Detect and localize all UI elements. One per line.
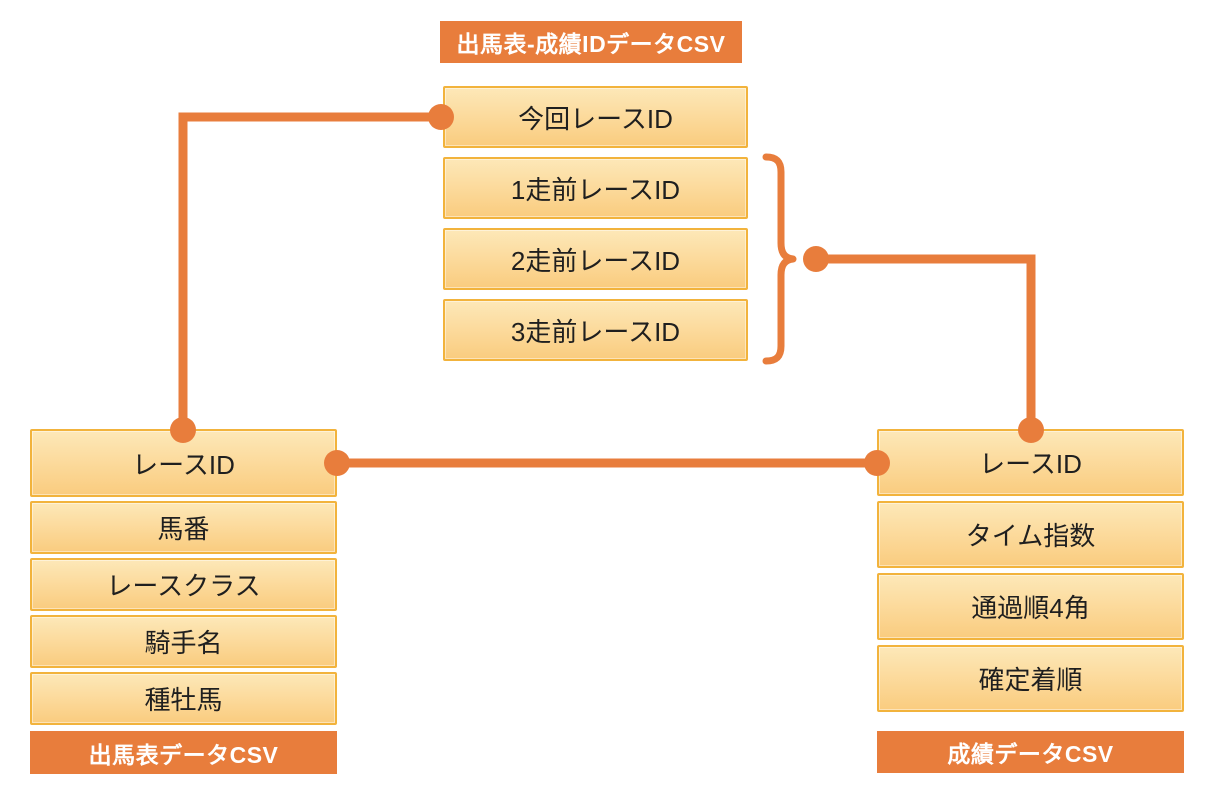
connector-junction-to-results — [762, 153, 1044, 443]
entry-table: レースID 馬番 レースクラス 騎手名 種牡馬 — [30, 429, 337, 729]
junction-table: 今回レースID 1走前レースID 2走前レースID 3走前レースID — [443, 86, 748, 370]
connector-dot — [803, 246, 829, 272]
field-race-class: レースクラス — [30, 558, 337, 611]
field-current-race-id: 今回レースID — [443, 86, 748, 148]
field-3-races-ago-id: 3走前レースID — [443, 299, 748, 361]
curly-brace-icon — [762, 153, 797, 365]
field-time-index: タイム指数 — [877, 501, 1184, 568]
field-sire: 種牡馬 — [30, 672, 337, 725]
field-final-placing: 確定着順 — [877, 645, 1184, 712]
field-race-id: レースID — [877, 429, 1184, 496]
results-table: レースID タイム指数 通過順4角 確定着順 — [877, 429, 1184, 717]
entry-table-title: 出馬表データCSV — [30, 731, 337, 774]
connector-line — [178, 112, 441, 430]
junction-table-title: 出馬表-成績IDデータCSV — [440, 21, 742, 63]
field-2-races-ago-id: 2走前レースID — [443, 228, 748, 290]
field-position-4th-corner: 通過順4角 — [877, 573, 1184, 640]
connector-line — [816, 254, 1036, 430]
connector-entry-to-results — [324, 450, 890, 476]
field-horse-number: 馬番 — [30, 501, 337, 554]
results-table-title: 成績データCSV — [877, 731, 1184, 773]
connector-junction-to-entry — [170, 104, 454, 443]
field-1-races-ago-id: 1走前レースID — [443, 157, 748, 219]
field-jockey-name: 騎手名 — [30, 615, 337, 668]
field-race-id: レースID — [30, 429, 337, 497]
